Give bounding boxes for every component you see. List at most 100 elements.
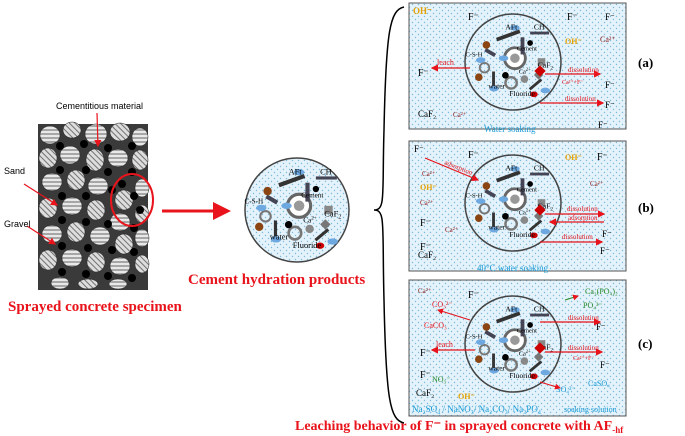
rod <box>492 71 495 87</box>
water-label: water <box>488 364 505 373</box>
sand-label: Sand <box>4 166 26 176</box>
gravel-dot <box>58 216 66 224</box>
aggregate <box>61 248 83 268</box>
ion-po4: PO₄³⁻ <box>583 301 603 310</box>
ion-caco3: CaCO₃ <box>424 321 447 330</box>
ion-f: F⁻ <box>420 242 431 253</box>
ring-particle <box>504 217 518 231</box>
ion-f: F⁻ <box>418 68 429 79</box>
ch-plate <box>520 319 525 337</box>
leach-label: leach <box>437 58 454 67</box>
gravel-label: Gravel <box>4 219 31 229</box>
ring-particle <box>259 210 272 223</box>
aggregate <box>41 172 63 192</box>
aggregate <box>38 147 58 169</box>
ion-f: F⁻ <box>468 12 479 23</box>
black-particle <box>502 212 509 220</box>
ion-ca: Ca²⁺ <box>600 35 616 44</box>
brown-particle <box>475 214 483 222</box>
ion-caso4: CaSO₄ <box>588 379 610 388</box>
square-particle <box>537 58 546 66</box>
brown-particle <box>482 323 491 331</box>
cement-core <box>293 200 305 212</box>
csh-label: C-S-H <box>466 51 483 58</box>
cementitious-arrow <box>94 112 102 148</box>
aggregate <box>41 224 63 244</box>
ion-ca: Ca²⁺ <box>445 226 459 234</box>
water-droplet <box>498 55 509 62</box>
ion-f: F⁻ <box>600 246 610 256</box>
aggregate <box>89 226 111 246</box>
cement-label: Cement <box>301 191 323 199</box>
aggregate <box>114 189 134 211</box>
grey-particle <box>305 224 314 234</box>
dissolution-label: dissolution <box>565 95 596 103</box>
gravel-dot <box>82 270 90 278</box>
aft-label: AFt <box>505 164 518 173</box>
water-label: water <box>488 82 505 91</box>
panel-b-letter: (b) <box>638 200 654 215</box>
ion-f: F⁻ <box>468 290 479 301</box>
rod <box>314 228 330 242</box>
brown-particle <box>482 41 491 49</box>
ion-ca: Ca²⁺ <box>420 199 434 207</box>
ring-particle <box>478 61 491 74</box>
water-droplet <box>475 198 486 204</box>
ch-plate <box>520 178 525 196</box>
panel-a-caption: Water soaking <box>484 124 536 134</box>
aggregate <box>38 197 58 219</box>
aggregate <box>61 196 83 216</box>
ion-caf2: CaF₂ <box>418 250 436 260</box>
fluoride-particle <box>530 91 538 98</box>
po4-arrow <box>564 294 579 301</box>
aggregate <box>59 145 81 165</box>
aggregate <box>87 176 109 196</box>
fluoride-label: Fluoride <box>509 230 535 239</box>
gravel-dot <box>130 248 138 256</box>
ch-label: CH <box>320 167 332 176</box>
ion-ca: Ca²⁺ <box>453 111 467 119</box>
ion-f: F⁻ <box>567 12 578 23</box>
aggregate <box>114 233 134 255</box>
ion-f: F⁻ <box>414 144 424 154</box>
gravel-arrow <box>26 225 57 245</box>
aft-rod <box>495 311 521 324</box>
grey-particle <box>520 75 529 83</box>
rod <box>484 330 497 339</box>
panel-c-caption: Na₂SO₄ / NaNO₃/ Na₂CO₃/ Na₃PO₄ <box>412 404 541 414</box>
zoom-circle <box>110 173 154 227</box>
rod <box>492 353 495 369</box>
ch-plate <box>530 31 550 35</box>
main-caption: Leaching behavior of F⁻ in sprayed concr… <box>295 419 624 435</box>
aggregate <box>86 199 106 221</box>
fluoride-square <box>534 342 546 354</box>
hydration-caption: Cement hydration products <box>188 272 366 288</box>
water-droplet <box>540 228 551 235</box>
gravel-dot <box>130 192 138 200</box>
ch-label: CH <box>534 23 545 32</box>
ion-f: F⁻ <box>597 152 608 163</box>
rod <box>528 219 543 232</box>
aft-label: AFt <box>505 23 518 32</box>
specimen-caption: Sprayed concrete specimen <box>8 299 182 315</box>
grey-particle <box>520 216 529 224</box>
rod <box>528 78 543 91</box>
aggregate <box>84 123 108 145</box>
aggregate <box>134 254 150 274</box>
cement-label: Cement <box>517 187 537 194</box>
ion-oh: OH⁻ <box>458 392 475 401</box>
aggregate <box>86 251 106 273</box>
ion-f: F⁻ <box>420 218 431 229</box>
rod <box>492 212 495 228</box>
water-droplet <box>510 24 520 31</box>
black-particle <box>527 322 533 328</box>
brown-particle <box>263 186 272 196</box>
dissolution-label: dissolution <box>562 233 593 241</box>
aggregate <box>66 221 86 243</box>
ion-oh: OH⁻ <box>565 37 582 46</box>
water-droplet <box>489 85 499 92</box>
ca2-label: Ca2+ <box>519 208 531 217</box>
water-droplet <box>293 169 305 176</box>
ion-caf2: CaF₂ <box>416 388 434 398</box>
